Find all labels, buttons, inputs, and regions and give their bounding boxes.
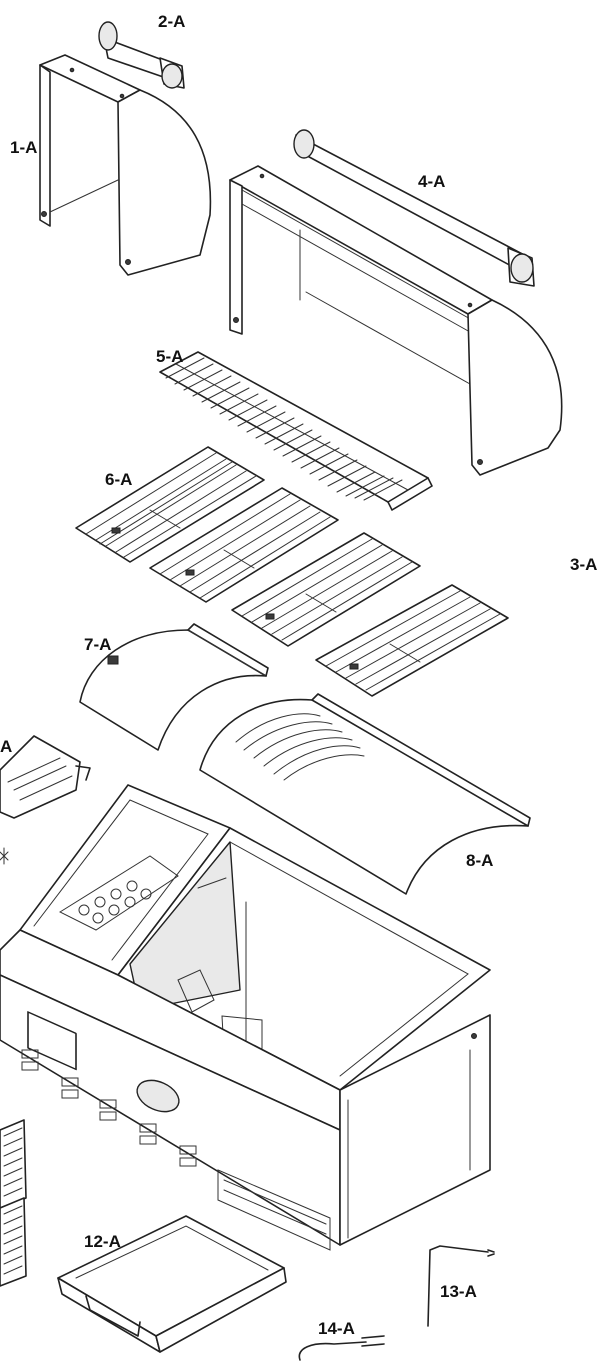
- part-4a-long-handle: [293, 129, 535, 287]
- label-14a: 14-A: [318, 1319, 355, 1338]
- part-partial-side-vent-upper: [0, 1119, 27, 1209]
- part-partial-spark-icon: [0, 847, 9, 865]
- label-3a: 3-A: [570, 555, 597, 574]
- part-6a-cooking-grate-3: [231, 532, 421, 647]
- part-6a-cooking-grate-4: [315, 584, 509, 697]
- part-6a-cooking-grate-1: [75, 446, 265, 563]
- part-6a-cooking-grate-2: [149, 487, 339, 603]
- part-14a-ignitor: [298, 1335, 385, 1361]
- label-7a: 7-A: [84, 635, 111, 654]
- part-9a-partial-burner-tray: [0, 735, 91, 819]
- part-12a-drip-tray: [57, 1215, 287, 1353]
- grill-body: [0, 784, 491, 1251]
- part-8a-large-heat-shield: [199, 693, 531, 895]
- part-13a-ignitor-wire: [427, 1245, 495, 1327]
- label-8a: 8-A: [466, 851, 493, 870]
- part-5a-warming-rack: [159, 351, 433, 511]
- part-2a-small-handle: [98, 21, 185, 89]
- part-7a-small-heat-shield: [79, 623, 269, 751]
- part-1a-small-hood-frame: [39, 54, 212, 276]
- label-4a: 4-A: [418, 172, 445, 191]
- label-5a: 5-A: [156, 347, 183, 366]
- label-2a: 2-A: [158, 12, 185, 31]
- label-6a: 6-A: [105, 470, 132, 489]
- part-3a-large-hood-frame: [229, 165, 563, 476]
- part-partial-side-vent-lower: [0, 1197, 27, 1287]
- label-9a-partial: A: [0, 737, 12, 756]
- label-13a: 13-A: [440, 1282, 477, 1301]
- label-1a: 1-A: [10, 138, 37, 157]
- label-12a: 12-A: [84, 1232, 121, 1251]
